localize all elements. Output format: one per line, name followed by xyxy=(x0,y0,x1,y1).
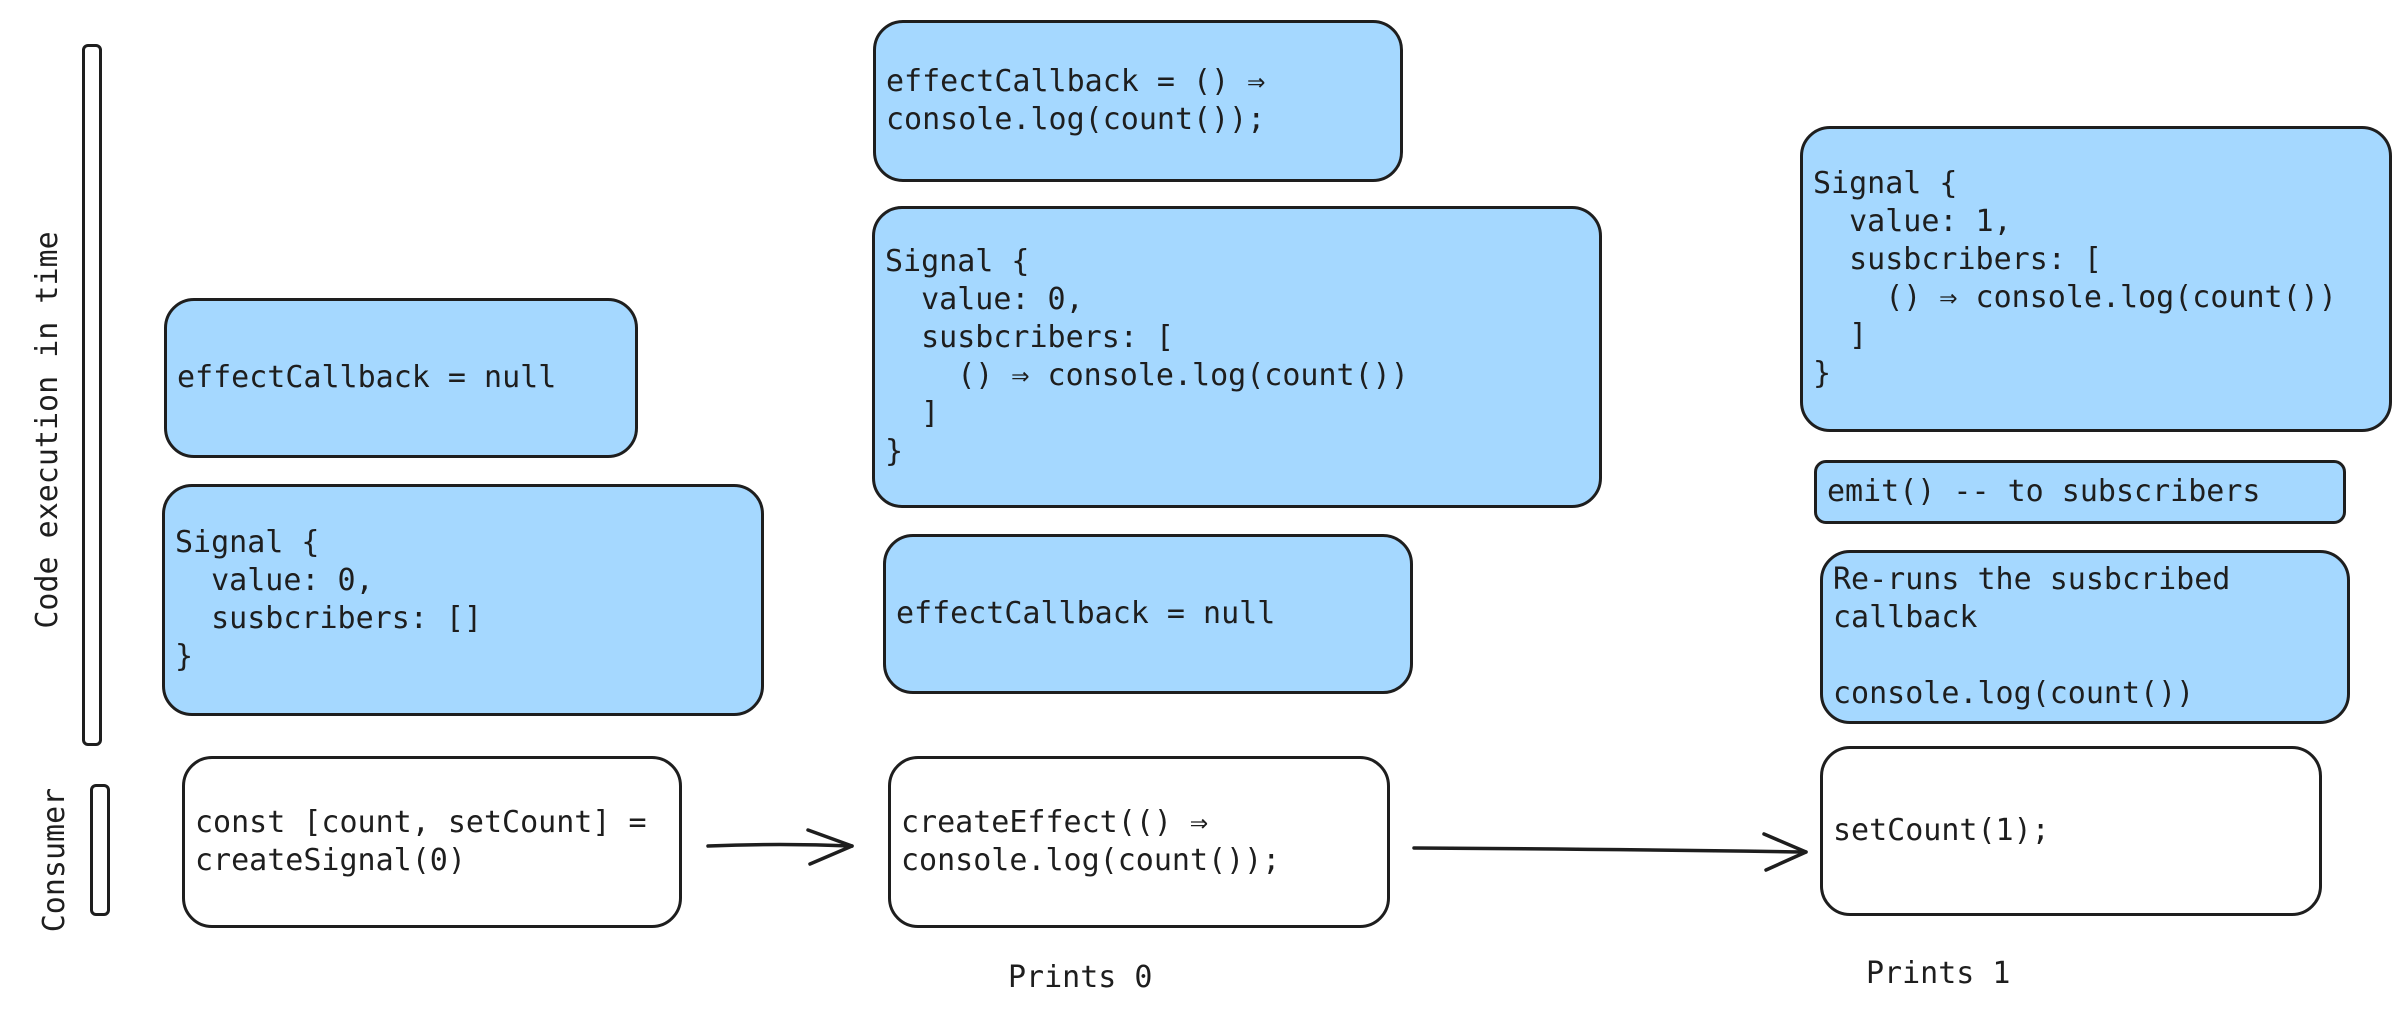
consumer-bar xyxy=(90,784,110,916)
column-2-effect-state-code: effectCallback = null xyxy=(896,596,1276,631)
column-1-consumer-code: const [count, setCount] = createSignal(0… xyxy=(182,756,682,928)
column-3-rerun-state: Re-runs the susbcribed callback console.… xyxy=(1820,550,2350,724)
column-2-effect-state: effectCallback = null xyxy=(883,534,1413,694)
column-2-consumer-code: createEffect(() ⇒ console.log(count()); xyxy=(888,756,1390,928)
column-3-emit-state-code: emit() -- to subscribers xyxy=(1827,474,2261,509)
arrow-2-to-3-head xyxy=(1762,832,1808,872)
arrow-1-to-2 xyxy=(706,842,854,848)
column-2-signal-state-code: Signal { value: 0, susbcribers: [ () ⇒ c… xyxy=(885,244,1409,469)
column-3-signal-state: Signal { value: 1, susbcribers: [ () ⇒ c… xyxy=(1800,126,2392,432)
column-3-caption: Prints 1 xyxy=(1866,956,2011,991)
column-3-signal-state-code: Signal { value: 1, susbcribers: [ () ⇒ c… xyxy=(1813,166,2337,391)
column-2-consumer-code-text: createEffect(() ⇒ console.log(count()); xyxy=(901,805,1281,878)
column-1-effect-state-code: effectCallback = null xyxy=(177,360,557,395)
column-1-consumer-code-text: const [count, setCount] = createSignal(0… xyxy=(195,805,647,878)
column-2-effect-callback-state: effectCallback = () ⇒ console.log(count(… xyxy=(873,20,1403,182)
time-axis-bar xyxy=(82,44,102,746)
column-2-signal-state: Signal { value: 0, susbcribers: [ () ⇒ c… xyxy=(872,206,1602,508)
column-1-signal-state-code: Signal { value: 0, susbcribers: [] } xyxy=(175,525,483,674)
column-3-emit-state: emit() -- to subscribers xyxy=(1814,460,2346,524)
column-2-effect-callback-state-code: effectCallback = () ⇒ console.log(count(… xyxy=(886,64,1266,137)
column-3-consumer-code: setCount(1); xyxy=(1820,746,2322,916)
column-1-effect-state: effectCallback = null xyxy=(164,298,638,458)
column-3-consumer-code-text: setCount(1); xyxy=(1833,813,2050,848)
arrow-2-to-3 xyxy=(1412,846,1808,854)
column-2-caption: Prints 0 xyxy=(1008,960,1153,995)
arrow-1-to-2-head xyxy=(806,828,854,866)
column-1-signal-state: Signal { value: 0, susbcribers: [] } xyxy=(162,484,764,716)
column-3-rerun-state-code: Re-runs the susbcribed callback console.… xyxy=(1833,562,2231,711)
